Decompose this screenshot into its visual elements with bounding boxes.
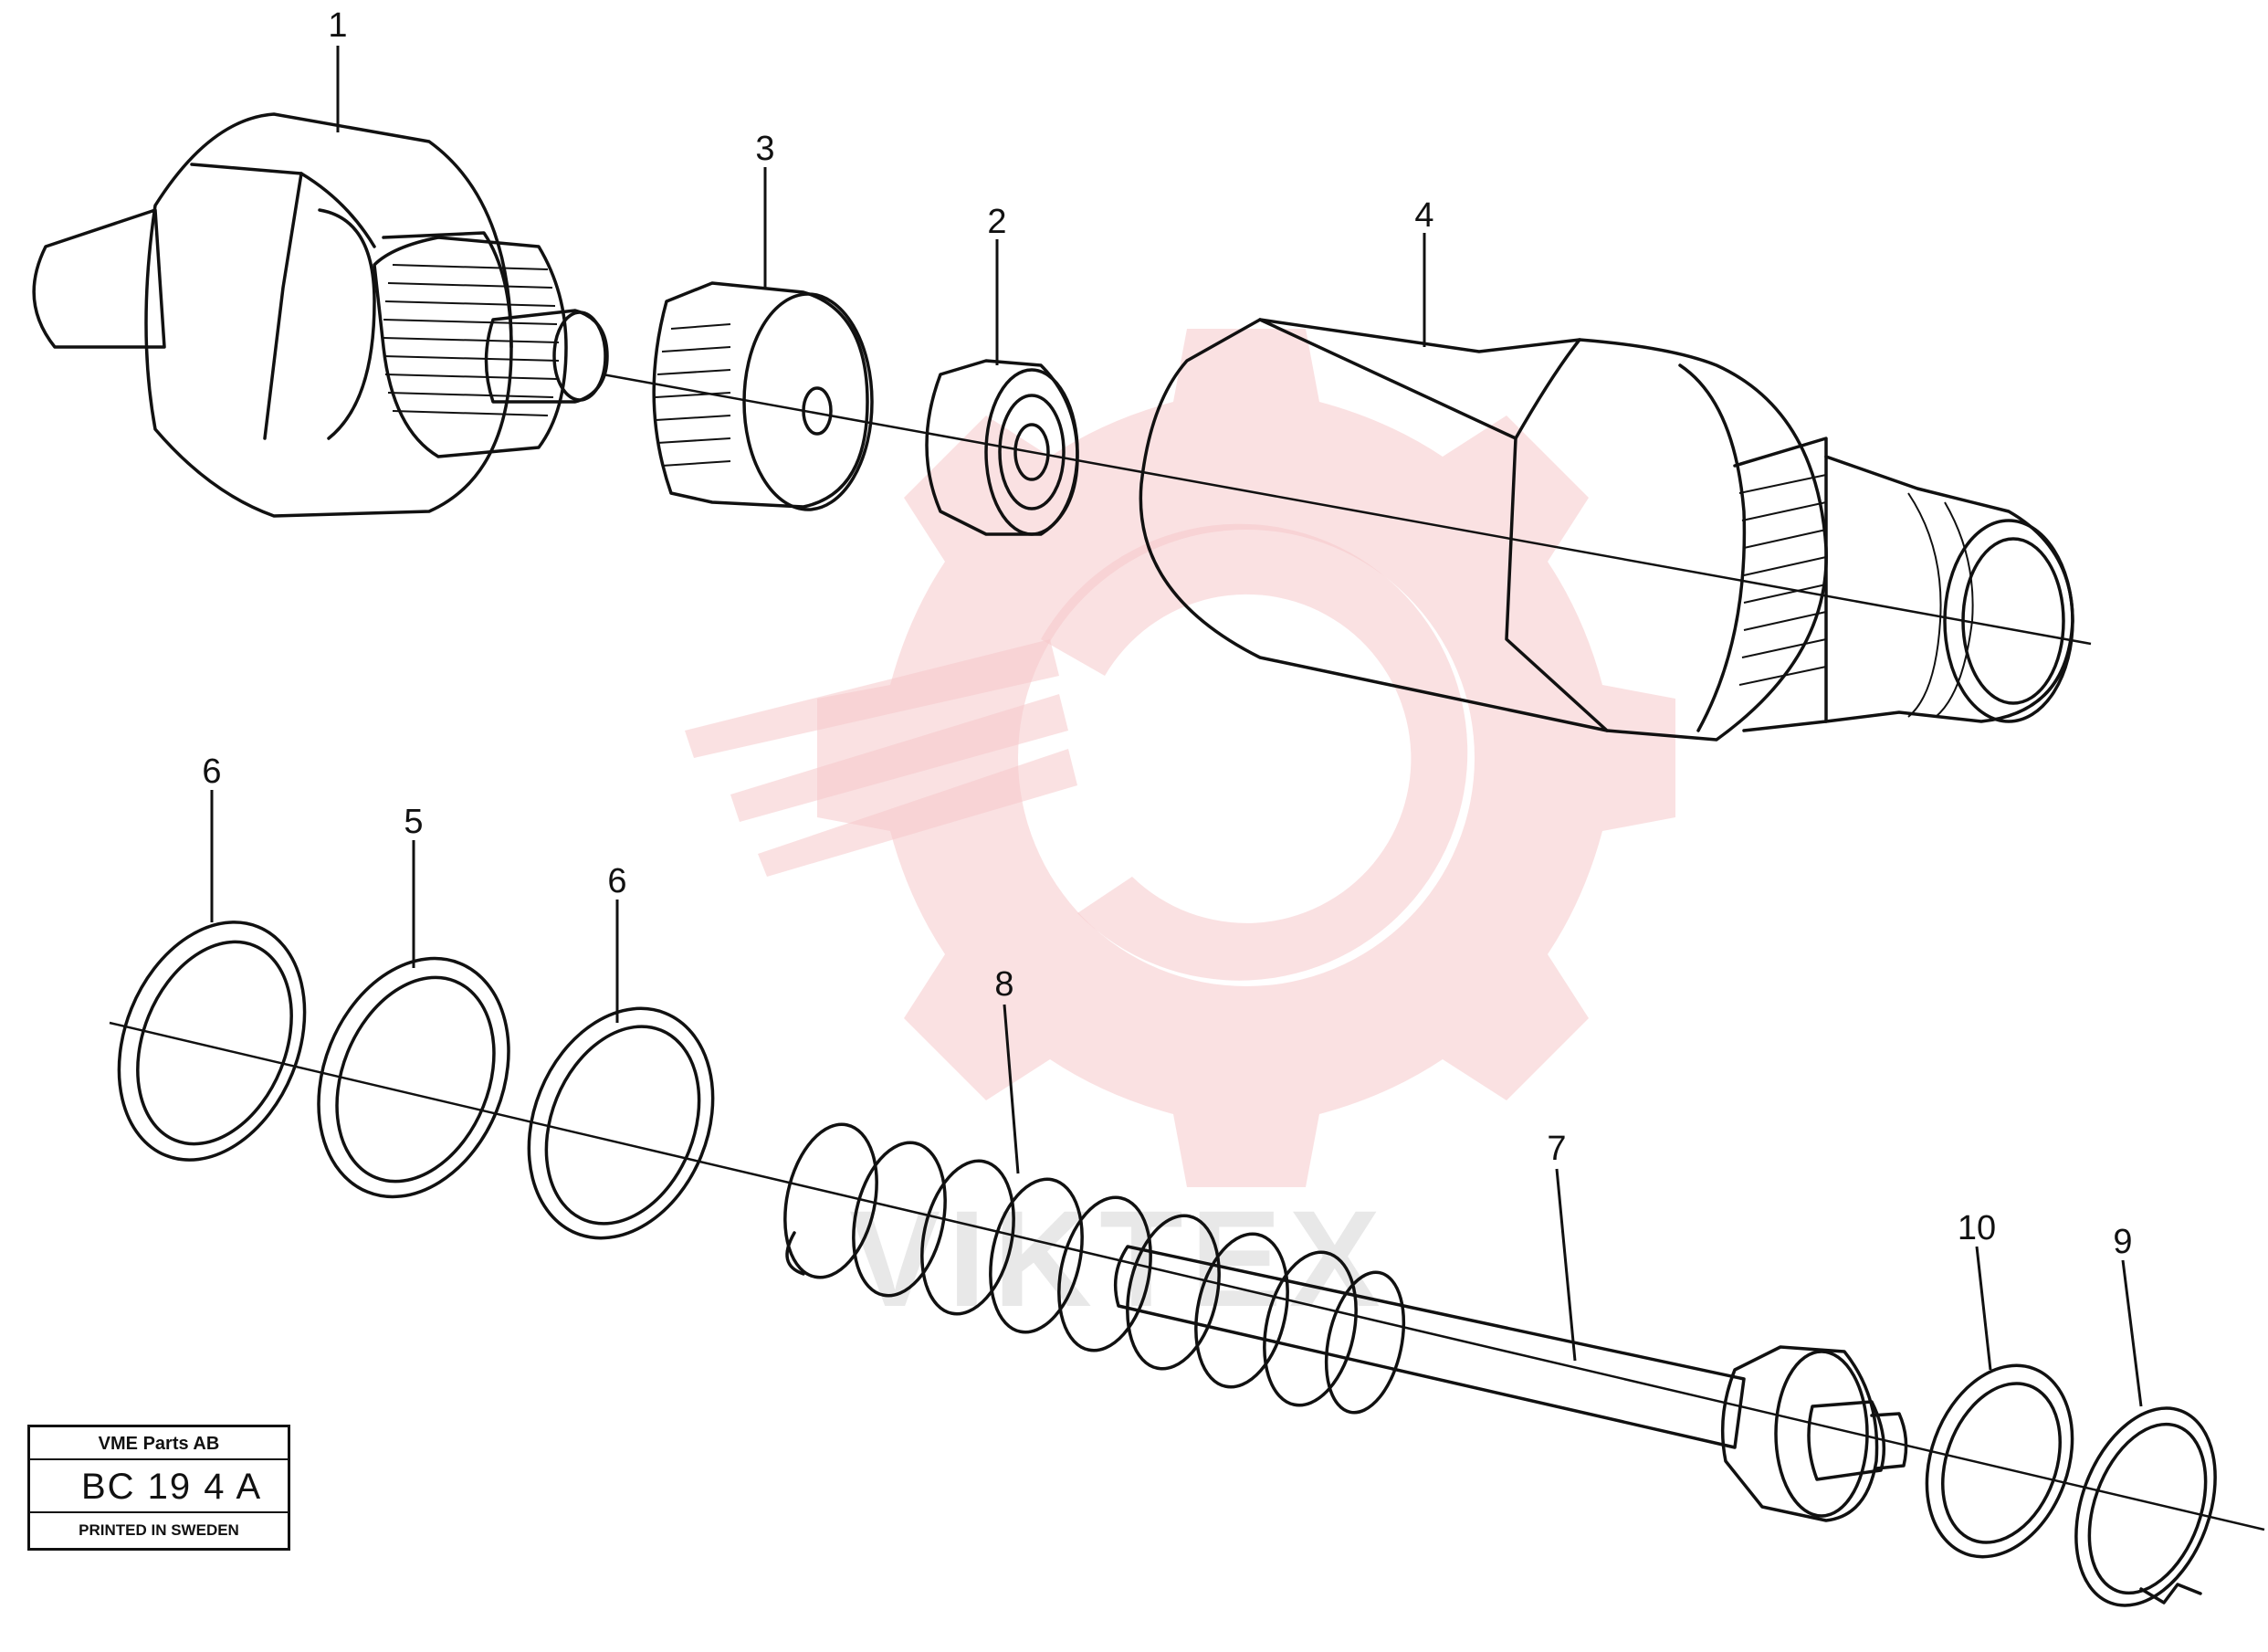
callout-6-left: 6 (202, 752, 221, 791)
drawing-label-block: VME Parts AB BC 19 4 A PRINTED IN SWEDEN (27, 1425, 290, 1551)
callout-7: 7 (1547, 1130, 1566, 1168)
callout-10: 10 (1958, 1209, 1996, 1247)
part-2-valve-seat (925, 359, 1079, 536)
callout-9: 9 (2113, 1223, 2132, 1261)
callout-2: 2 (987, 203, 1006, 241)
part-6-seal-ring-right (527, 1006, 715, 1240)
part-3-threaded-plug (652, 281, 874, 511)
callout-3: 3 (755, 130, 774, 168)
part-9-circlip (2074, 1406, 2217, 1607)
part-8-spring (783, 1122, 1406, 1415)
watermark-gear-icon: VIKTEX (685, 329, 1675, 1335)
callout-5: 5 (404, 803, 423, 841)
part-6-seal-ring-left (117, 921, 307, 1162)
printed-notice: PRINTED IN SWEDEN (79, 1521, 239, 1539)
watermark-text: VIKTEX (849, 1182, 1388, 1335)
company-name: VME Parts AB (30, 1427, 288, 1460)
callout-4: 4 (1414, 196, 1433, 235)
part-10-ring (1925, 1363, 2074, 1559)
part-4-valve-body (1139, 318, 2074, 742)
drawing-code: BC 19 4 A (30, 1460, 288, 1513)
callout-8: 8 (994, 965, 1013, 1004)
callout-1: 1 (328, 6, 347, 45)
callout-6-right: 6 (607, 862, 626, 900)
part-7-valve-stem (1113, 1245, 1908, 1522)
part-5-ring (317, 956, 510, 1199)
part-1-hex-cap (32, 112, 609, 518)
upper-assembly-axis (602, 373, 2092, 646)
